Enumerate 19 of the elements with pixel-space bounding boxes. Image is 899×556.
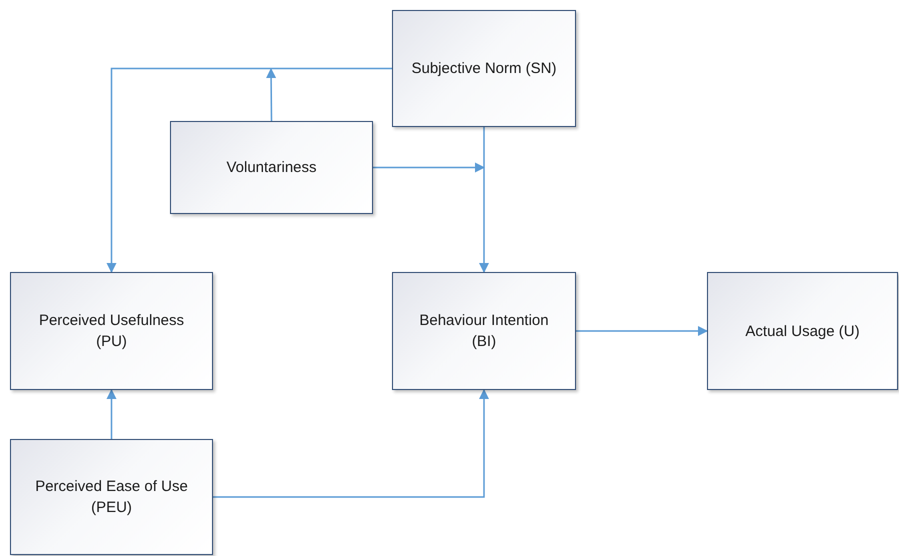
arrow (106, 389, 116, 439)
arrow (576, 326, 708, 336)
arrow (106, 68, 392, 273)
construct-label: Actual Usage (U) (745, 322, 860, 342)
construct-label: Subjective Norm (SN) (411, 59, 557, 79)
construct-box (707, 272, 898, 390)
arrow (479, 127, 489, 273)
arrow (266, 68, 276, 121)
construct-box (170, 121, 373, 214)
construct-box (10, 439, 213, 555)
construct-box (392, 10, 576, 127)
construct-box (392, 272, 576, 390)
arrow (373, 162, 485, 172)
construct-label: Perceived Usefulness (PU) (38, 311, 186, 352)
construct-label: Behaviour Intention (BI) (418, 311, 550, 352)
construct-label: Voluntariness (226, 158, 317, 178)
construct-label: Perceived Ease of Use (PEU) (34, 477, 189, 518)
construct-box (10, 272, 213, 390)
arrow (213, 389, 489, 498)
